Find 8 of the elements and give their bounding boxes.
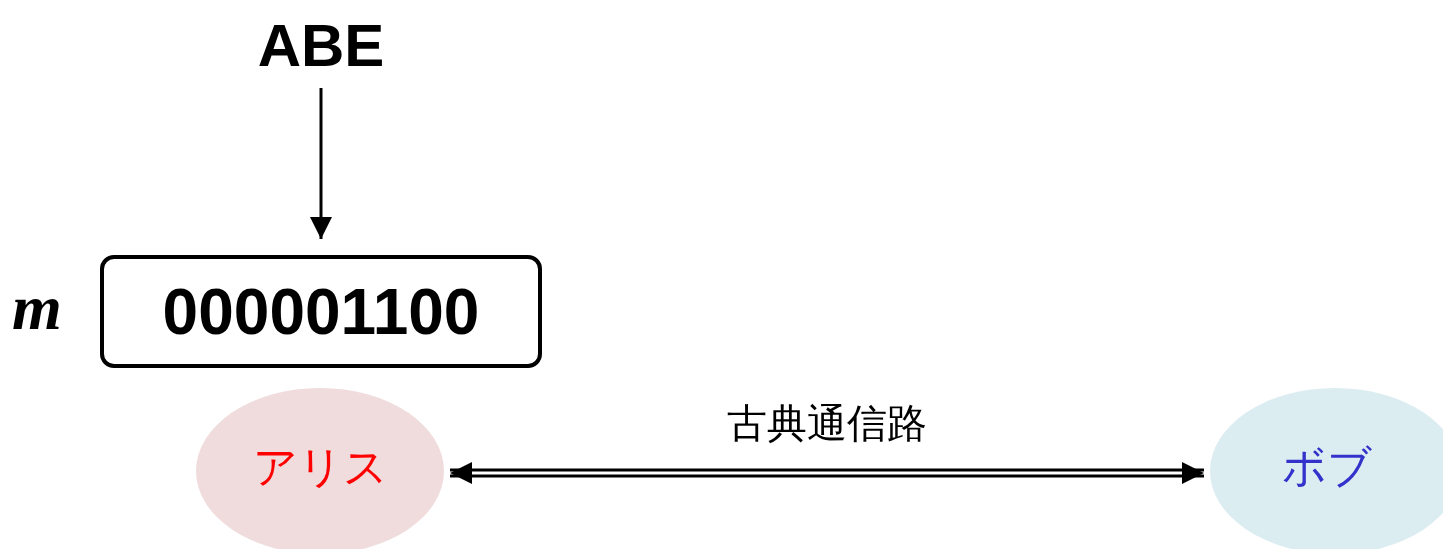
person-name: ボブ xyxy=(1282,440,1372,494)
variable-label: m xyxy=(12,271,62,345)
bit-string-box xyxy=(100,255,542,368)
bit-string: 000001100 xyxy=(162,274,480,349)
person-name: アリス xyxy=(252,440,388,494)
title-text: ABE xyxy=(241,10,401,80)
arrow xyxy=(448,462,1206,484)
arrow xyxy=(310,88,332,239)
